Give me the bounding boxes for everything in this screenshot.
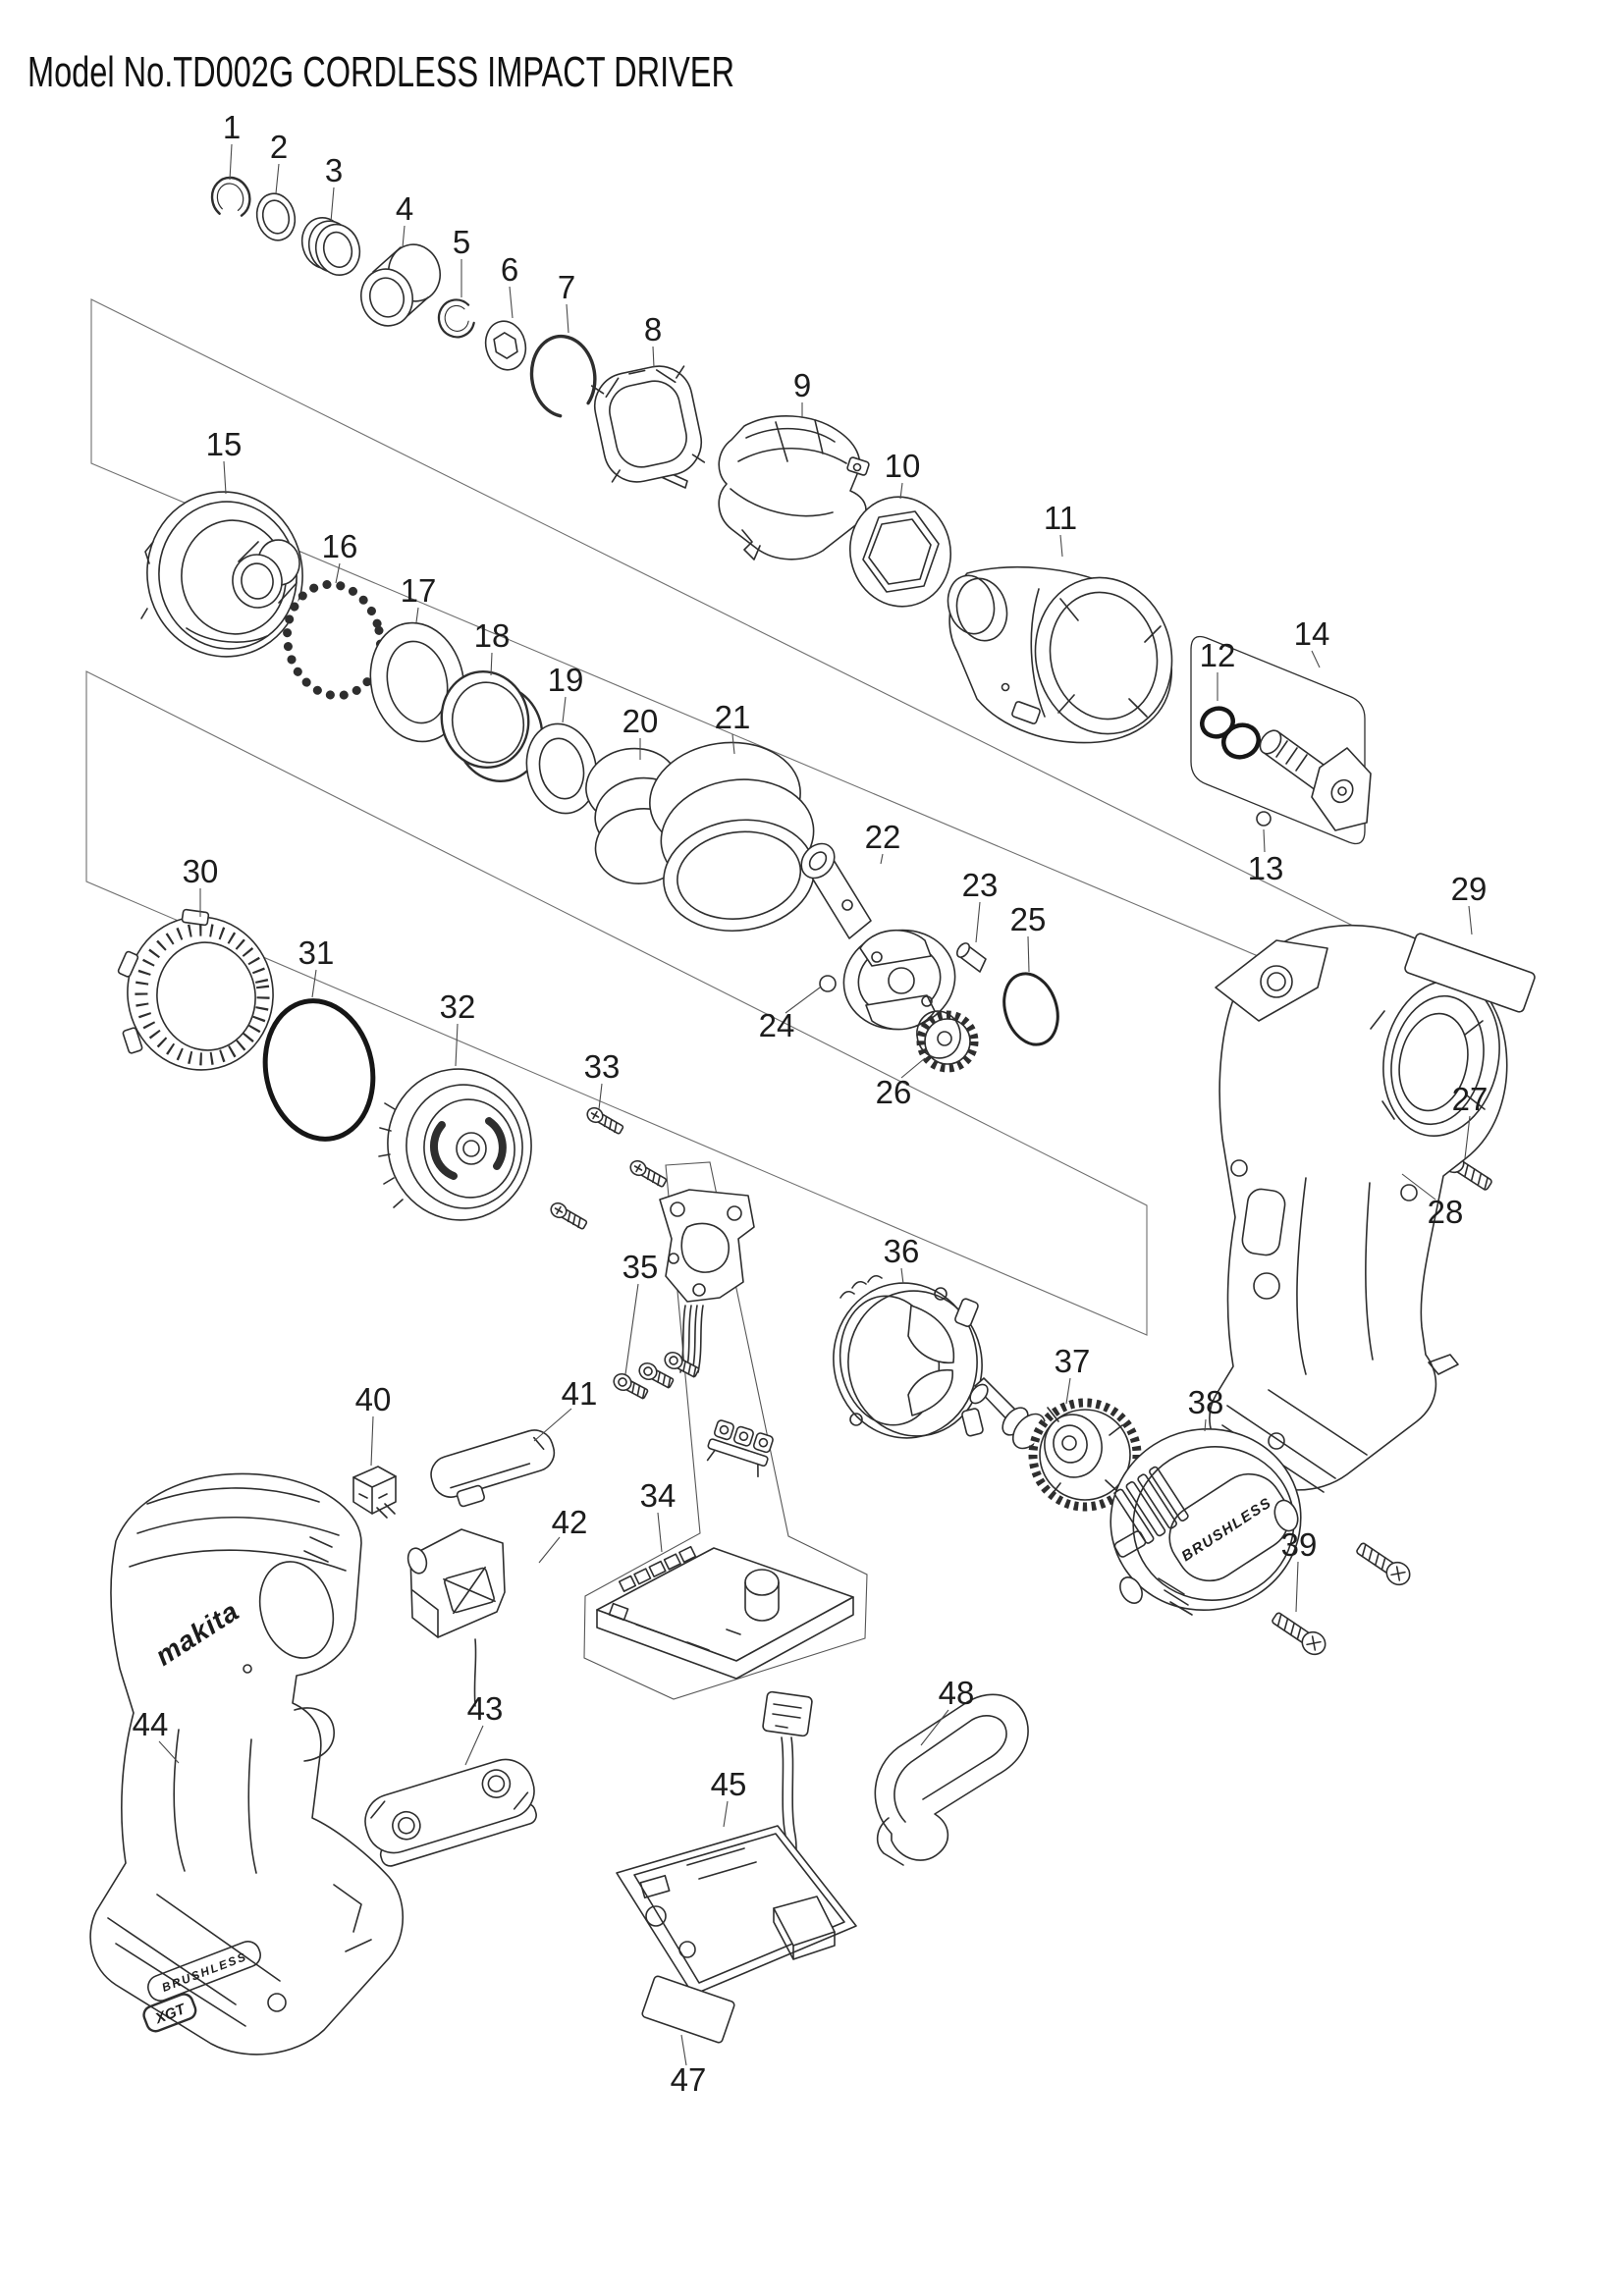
label-41: 41 xyxy=(562,1375,598,1412)
label-45: 45 xyxy=(711,1766,747,1802)
part-15-front-cap xyxy=(140,491,303,658)
label-18: 18 xyxy=(474,617,511,654)
part-44-housing-left: makita BRUSHLESS XGT xyxy=(89,1472,405,2056)
part-13-ball xyxy=(1256,811,1272,827)
label-40: 40 xyxy=(355,1381,392,1417)
label-15: 15 xyxy=(206,426,243,462)
part-34-controller-assembly xyxy=(596,1189,854,1680)
part-number-labels: 1 2 3 4 5 6 7 8 9 10 11 12 13 14 15 16 1… xyxy=(133,109,1489,2098)
part-14-plunger-assembly xyxy=(1259,729,1372,831)
label-43: 43 xyxy=(467,1690,504,1727)
label-47: 47 xyxy=(671,2061,707,2098)
label-26: 26 xyxy=(876,1074,912,1110)
part-40-connector xyxy=(352,1466,397,1519)
part-6-washer xyxy=(484,320,527,371)
page-title: Model No.TD002G CORDLESS IMPACT DRIVER xyxy=(27,48,734,96)
label-6: 6 xyxy=(501,251,518,288)
label-10: 10 xyxy=(885,448,921,484)
part-31-o-ring xyxy=(262,998,376,1142)
part-33-screws xyxy=(550,1106,668,1230)
part-35-screws xyxy=(613,1351,700,1400)
part-38-rear-cover: BRUSHLESS xyxy=(1110,1427,1302,1616)
part-25-o-ring xyxy=(1002,972,1059,1046)
label-39: 39 xyxy=(1281,1526,1318,1563)
part-14-box-frame xyxy=(1190,635,1366,845)
part-26-gear xyxy=(916,1010,979,1073)
label-12: 12 xyxy=(1200,637,1236,673)
part-24-ball xyxy=(819,975,837,992)
part-37-rotor xyxy=(969,1377,1142,1512)
label-31: 31 xyxy=(298,934,335,971)
label-4: 4 xyxy=(396,190,413,227)
part-1-stop-ring xyxy=(210,176,251,217)
label-42: 42 xyxy=(552,1504,588,1540)
label-35: 35 xyxy=(623,1249,659,1285)
label-36: 36 xyxy=(884,1233,920,1269)
construction-panel-lower xyxy=(85,670,1148,1336)
label-48: 48 xyxy=(939,1675,975,1711)
label-34: 34 xyxy=(640,1477,677,1514)
part-43-lock-plate xyxy=(364,1758,537,1867)
part-4-bushing xyxy=(360,243,441,327)
part-12-o-rings xyxy=(1200,706,1261,760)
label-11: 11 xyxy=(1044,500,1077,536)
label-24: 24 xyxy=(759,1007,795,1043)
label-13: 13 xyxy=(1248,850,1284,886)
part-7-snap-ring xyxy=(529,334,597,418)
part-23-pin xyxy=(955,942,987,973)
label-38: 38 xyxy=(1188,1384,1224,1420)
part-5-split-ring xyxy=(437,298,475,339)
part-42-switch xyxy=(406,1528,506,1707)
part-16-ball-ring xyxy=(283,579,385,701)
label-44: 44 xyxy=(133,1706,169,1742)
label-27: 27 xyxy=(1452,1081,1489,1117)
label-33: 33 xyxy=(584,1048,621,1085)
part-34-panel-frame xyxy=(583,1161,868,1700)
part-36-stator xyxy=(833,1274,984,1439)
part-30-ribbed-ring xyxy=(117,908,274,1071)
label-14: 14 xyxy=(1294,615,1330,652)
label-2: 2 xyxy=(270,129,288,165)
label-19: 19 xyxy=(548,662,584,698)
label-8: 8 xyxy=(644,311,662,347)
label-21: 21 xyxy=(715,699,751,735)
part-2-ring xyxy=(255,192,297,241)
label-9: 9 xyxy=(793,367,811,403)
label-5: 5 xyxy=(453,224,470,260)
part-48-hook-strap xyxy=(874,1693,1029,1866)
part-3-coil-washer xyxy=(300,217,361,276)
label-1: 1 xyxy=(223,109,241,145)
label-37: 37 xyxy=(1055,1343,1091,1379)
label-29: 29 xyxy=(1451,871,1488,907)
part-10-hex-ring xyxy=(848,496,952,608)
part-32-bearing-retainer xyxy=(378,1068,532,1221)
part-47-label-sticker xyxy=(641,1975,735,2044)
label-22: 22 xyxy=(865,819,901,855)
part-45-terminal-board xyxy=(616,1690,857,1996)
label-20: 20 xyxy=(623,703,659,739)
part-19-washer xyxy=(525,722,598,815)
label-17: 17 xyxy=(401,572,437,609)
part-22-spindle xyxy=(800,842,956,1031)
part-9-hammer-case-cover xyxy=(718,415,870,561)
part-28-housing-right xyxy=(1209,924,1508,1493)
part-18-ring-spring xyxy=(440,670,544,782)
label-30: 30 xyxy=(183,853,219,889)
label-28: 28 xyxy=(1428,1194,1464,1230)
label-25: 25 xyxy=(1010,901,1047,937)
part-8-ring-spring-holder xyxy=(590,365,706,489)
part-21-main-spring xyxy=(649,741,816,933)
label-32: 32 xyxy=(440,988,476,1025)
label-7: 7 xyxy=(558,269,575,305)
label-16: 16 xyxy=(322,528,358,564)
label-23: 23 xyxy=(962,867,999,903)
part-39-screws xyxy=(1272,1542,1411,1656)
part-29-nameplate xyxy=(1404,933,1536,1013)
part-41-slide-button xyxy=(430,1429,556,1508)
part-11-hammer-case xyxy=(947,566,1173,744)
label-3: 3 xyxy=(325,152,343,188)
